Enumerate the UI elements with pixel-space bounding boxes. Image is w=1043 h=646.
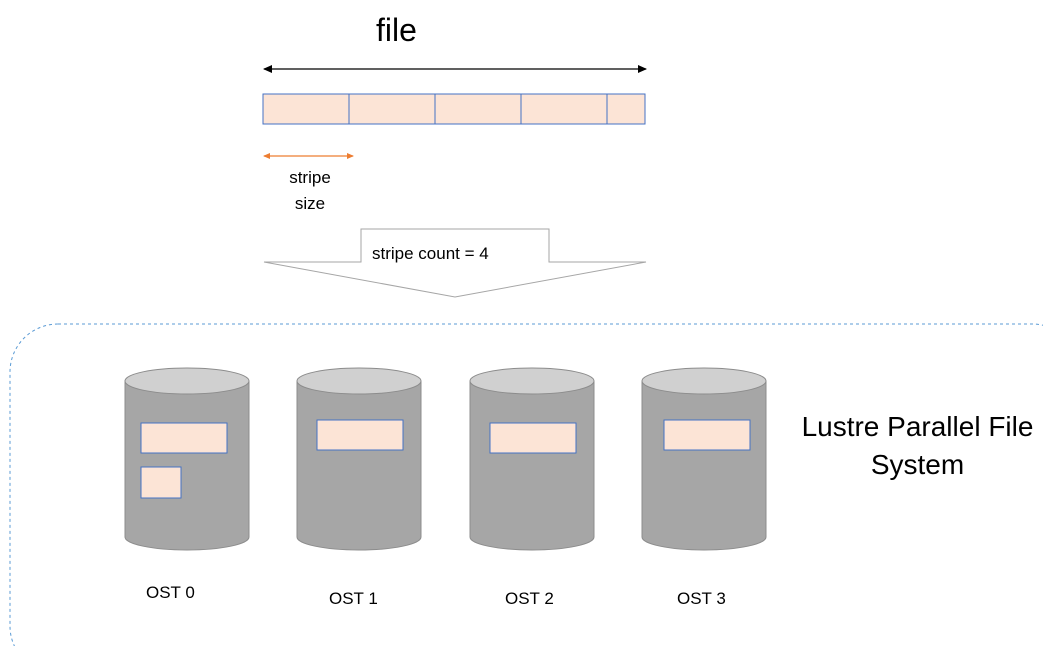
file-bar xyxy=(262,93,646,125)
ost-0-label: OST 0 xyxy=(146,583,195,602)
ost-2-cylinder xyxy=(469,367,595,551)
ost-stripe xyxy=(316,419,404,451)
file-label: file xyxy=(376,12,417,48)
file-segment xyxy=(520,93,608,125)
filesystem-label: Lustre Parallel File System xyxy=(801,411,1034,480)
file-segment xyxy=(434,93,522,125)
ost-stripe xyxy=(489,422,577,454)
ost-1-cylinder xyxy=(296,367,422,551)
ost-0-cylinder xyxy=(124,367,250,551)
stripe-count-label: stripe count = 4 xyxy=(372,244,489,263)
file-segment xyxy=(606,93,646,125)
ost-3-cylinder xyxy=(641,367,767,551)
file-segment xyxy=(348,93,436,125)
ost-3-label: OST 3 xyxy=(677,589,726,608)
file-segment xyxy=(262,93,350,125)
stripe-size-label: stripe size xyxy=(289,168,331,213)
stripe-count-arrow xyxy=(263,228,647,298)
ost-2-label: OST 2 xyxy=(505,589,554,608)
ost-1-label: OST 1 xyxy=(329,589,378,608)
ost-stripe xyxy=(140,466,182,499)
ost-stripe xyxy=(663,419,751,451)
filesystem-container xyxy=(9,323,1043,646)
ost-stripe xyxy=(140,422,228,454)
